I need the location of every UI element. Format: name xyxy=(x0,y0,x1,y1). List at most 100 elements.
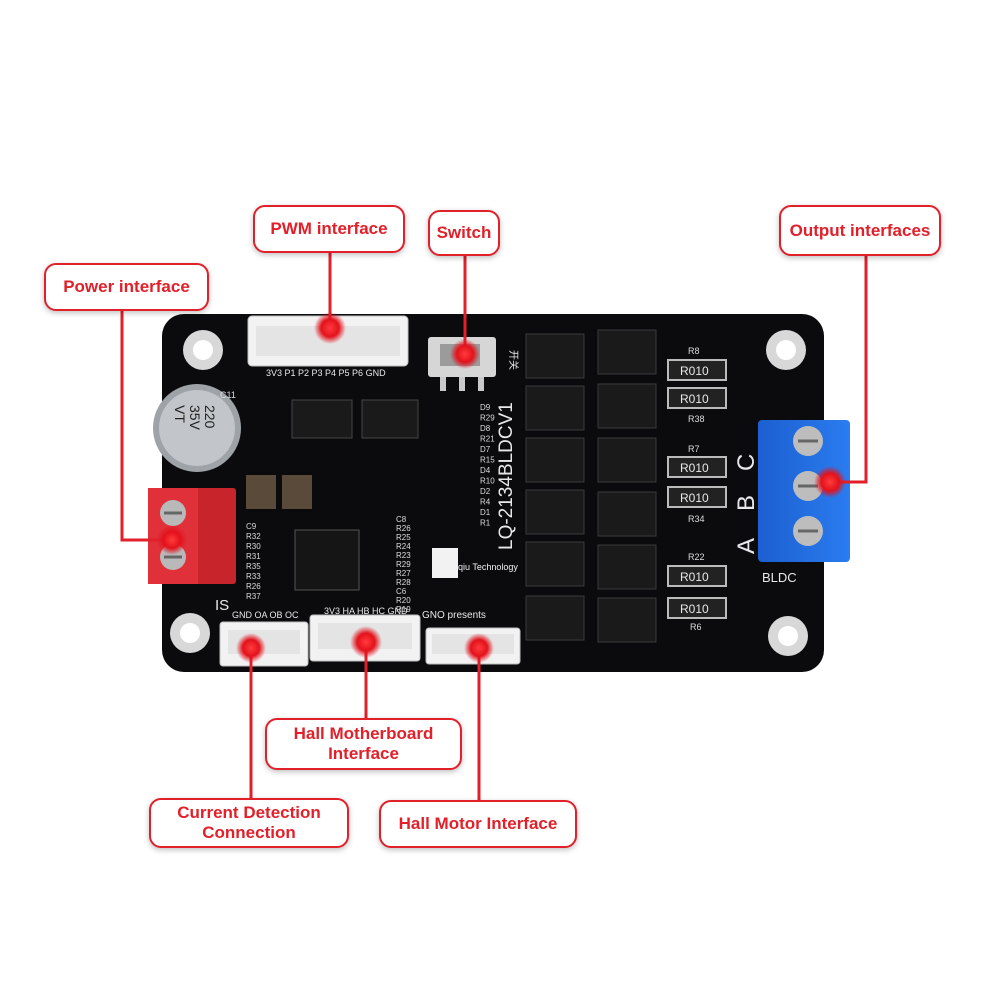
refdes-left: R37 xyxy=(246,592,261,601)
shunt-value-6: R010 xyxy=(680,602,709,616)
refdes-led: R4 xyxy=(480,498,491,507)
shunt-ref-2: R38 xyxy=(688,414,705,424)
shunt-value-3: R010 xyxy=(680,461,709,475)
mounting-hole-bottom-right xyxy=(768,616,808,656)
shunt-value-5: R010 xyxy=(680,570,709,584)
callout-hall-motherboard: Hall Motherboard Interface xyxy=(265,718,462,770)
capacitor-line-2: 35V xyxy=(187,405,203,431)
logo-text: Longqiu Technology xyxy=(438,562,518,572)
refdes-right: R27 xyxy=(396,569,411,578)
dot-output xyxy=(814,466,846,498)
dot-hall-motor xyxy=(464,633,494,663)
mosfet-array xyxy=(525,329,657,643)
capacitor-ref: C11 xyxy=(220,390,236,400)
callout-hall-motor-text: Hall Motor Interface xyxy=(398,814,558,833)
refdes-led: D9 xyxy=(480,403,491,412)
refdes-led: D2 xyxy=(480,487,491,496)
inductor-c12 xyxy=(282,475,312,509)
refdes-right: R24 xyxy=(396,542,411,551)
refdes-led: R1 xyxy=(480,519,491,528)
indicator-dots xyxy=(157,312,846,663)
pwm-pin-labels: 3V3 P1 P2 P3 P4 P5 P6 GND xyxy=(266,368,386,378)
shunt-value-1: R010 xyxy=(680,364,709,378)
refdes-left: R26 xyxy=(246,582,261,591)
ic-left xyxy=(291,399,353,439)
callout-power-interface: Power interface xyxy=(44,263,209,311)
callout-hall-motherboard-line1: Hall Motherboard xyxy=(293,724,434,743)
refdes-left: R33 xyxy=(246,572,261,581)
refdes-right: R19 xyxy=(396,605,411,614)
phase-label-b: B xyxy=(733,495,760,511)
refdes-led: R21 xyxy=(480,435,495,444)
hall-pin-labels: 3V3 HA HB HC GND xyxy=(324,606,408,616)
electrolytic-capacitor: 220 35V VT C11 xyxy=(153,384,241,472)
ic-right xyxy=(361,399,419,439)
refdes-right: R25 xyxy=(396,533,411,542)
refdes-right: R28 xyxy=(396,578,411,587)
capacitor-line-3: VT xyxy=(172,405,188,423)
refdes-led: D7 xyxy=(480,445,491,454)
longqiu-logo xyxy=(432,548,458,578)
callout-pwm-text: PWM interface xyxy=(270,219,388,238)
shunt-ref-5: R22 xyxy=(688,552,705,562)
refdes-left: R31 xyxy=(246,552,261,561)
mounting-hole-bottom-left xyxy=(170,613,210,653)
refdes-right: C6 xyxy=(396,587,407,596)
leader-power xyxy=(120,310,168,542)
gno-text: GNO presents xyxy=(422,610,486,621)
refdes-led: D8 xyxy=(480,424,491,433)
callout-current-detection: Current Detection Connection xyxy=(149,798,349,848)
refdes-led: R10 xyxy=(480,477,495,486)
switch-marking: 开关 xyxy=(507,350,520,370)
phase-label-c: C xyxy=(733,454,760,471)
shunt-value-4: R010 xyxy=(680,491,709,505)
callout-hall-motor: Hall Motor Interface xyxy=(379,800,577,848)
callout-power-text: Power interface xyxy=(63,277,190,296)
shunt-ref-3: R7 xyxy=(688,444,700,454)
pcb-board: 220 35V VT C11 3V3 P1 P2 P3 P4 P5 P6 GND xyxy=(148,314,850,672)
refdes-led: D1 xyxy=(480,508,491,517)
dot-hall-motherboard xyxy=(350,626,382,658)
is-label: IS xyxy=(215,597,229,614)
callout-pwm-interface: PWM interface xyxy=(253,205,405,253)
shunt-resistors: R010 R010 R010 R010 R010 R010 R8 R38 R7 … xyxy=(667,346,727,632)
callout-switch-text: Switch xyxy=(436,223,492,242)
refdes-right: R20 xyxy=(396,596,411,605)
shunt-ref-1: R8 xyxy=(688,346,700,356)
dot-power xyxy=(157,525,187,555)
callout-switch: Switch xyxy=(428,210,500,256)
dot-current-detection xyxy=(236,633,266,663)
refdes-right: C8 xyxy=(396,515,407,524)
shunt-ref-6: R6 xyxy=(690,622,702,632)
mounting-hole-top-right xyxy=(766,330,806,370)
callout-output-text: Output interfaces xyxy=(789,220,931,240)
refdes-right: R26 xyxy=(396,524,411,533)
refdes-led: D4 xyxy=(480,466,491,475)
is-pin-labels: GND OA OB OC xyxy=(232,610,299,620)
callout-output-interfaces: Output interfaces xyxy=(779,205,941,256)
refdes-left: C9 xyxy=(246,522,257,531)
board-model: LQ-2134BLDCV1 xyxy=(496,402,517,550)
shunt-ref-4: R34 xyxy=(688,514,705,524)
refdes-left: R32 xyxy=(246,532,261,541)
refdes-left: R30 xyxy=(246,542,261,551)
shunt-value-2: R010 xyxy=(680,392,709,406)
refdes-led: R15 xyxy=(480,456,495,465)
ic-controller xyxy=(294,529,360,591)
callout-hall-motherboard-line2: Interface xyxy=(328,744,399,763)
callout-current-detection-line2: Connection xyxy=(202,823,296,842)
inductor-c13 xyxy=(246,475,276,509)
mounting-hole-top-left xyxy=(183,330,223,370)
dot-switch xyxy=(450,339,480,369)
capacitor-line-1: 220 xyxy=(202,405,218,429)
phase-label-a: A xyxy=(733,538,760,554)
refdes-led: R29 xyxy=(480,414,495,423)
refdes-left: R35 xyxy=(246,562,261,571)
output-terminal xyxy=(758,420,850,562)
dot-pwm xyxy=(314,312,346,344)
refdes-right: R29 xyxy=(396,560,411,569)
